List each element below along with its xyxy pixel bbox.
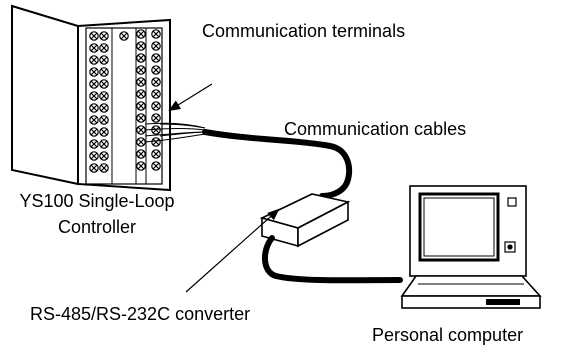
label-communication-cables: Communication cables — [284, 119, 467, 139]
terminals-arrow — [168, 83, 213, 112]
personal-computer — [400, 185, 542, 309]
converter-arrow — [185, 208, 280, 293]
communication-cable-upper — [202, 129, 353, 199]
keyboard-base — [400, 275, 542, 297]
controller-device — [11, 4, 171, 192]
label-communication-terminals: Communication terminals — [202, 21, 406, 41]
converter-device — [259, 193, 351, 248]
communication-cable-lower — [262, 235, 403, 284]
monitor-screen — [418, 192, 500, 262]
label-personal-computer: Personal computer — [372, 325, 524, 345]
label-converter: RS-485/RS-232C converter — [30, 304, 251, 324]
center-screw-icon — [119, 31, 129, 41]
disk-slot-icon — [486, 299, 520, 305]
label-controller-line1: YS100 Single-Loop — [19, 191, 175, 211]
label-controller-line2: Controller — [57, 217, 137, 237]
monitor-button-icon — [507, 197, 517, 207]
controller-side-face — [11, 4, 79, 186]
controller-front-inset — [85, 27, 163, 185]
